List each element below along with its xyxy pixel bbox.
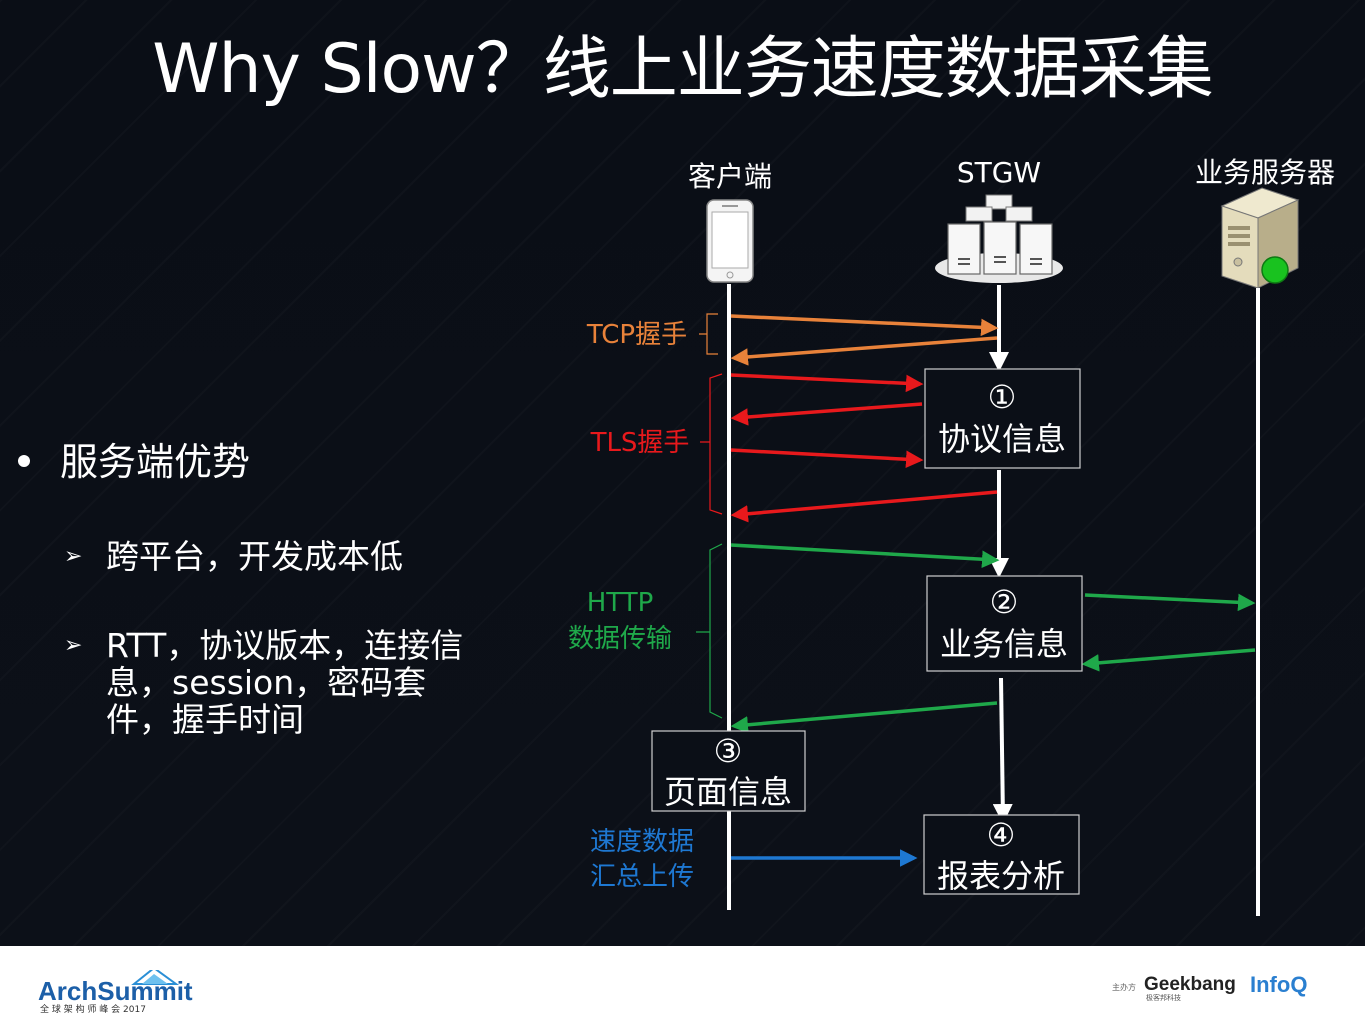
tls-arrow-2 — [730, 402, 923, 426]
box-report-analysis: ④ 报表分析 — [923, 814, 1080, 895]
tcp-arrow-syn — [730, 314, 999, 337]
http-arrow-request — [730, 543, 1000, 568]
actor-stgw-label: STGW — [957, 156, 1041, 189]
box-page-info: ③ 页面信息 — [651, 730, 806, 812]
box-1-label: 协议信息 — [938, 420, 1066, 458]
http-arrow-response — [730, 701, 998, 734]
box-3-number: ③ — [714, 732, 743, 770]
bullet-main-text: 服务端优势 — [60, 440, 251, 484]
sponsor-label: 主办方 — [1112, 982, 1136, 992]
tls-bracket — [700, 373, 723, 515]
upload-label-line1: 速度数据 — [590, 827, 694, 857]
sequence-diagram: 客户端 STGW 业务服务器 TCP握手 — [568, 156, 1335, 916]
box-business-info: ② 业务信息 — [926, 575, 1083, 672]
tcp-bracket — [699, 313, 718, 355]
http-label-line1: HTTP — [587, 588, 654, 618]
tls-arrow-3 — [730, 448, 924, 468]
business-server-icon — [1220, 187, 1300, 289]
tcp-label: TCP握手 — [586, 320, 687, 350]
status-light-icon — [1261, 256, 1289, 284]
sub-bullet-2-text: RTT，协议版本，连接信息，session，密码套件，握手时间 — [106, 626, 464, 739]
stgw-lifeline-3 — [992, 677, 1013, 824]
tls-arrow-1 — [730, 373, 924, 393]
box-4-number: ④ — [987, 816, 1016, 854]
http-arrow-backend-response — [1081, 648, 1256, 672]
http-arrow-forward — [1084, 593, 1256, 612]
bullet-dot-icon — [18, 454, 30, 467]
arrow-bullet-icon: ➢ — [64, 544, 83, 569]
archsummit-logo-subtext: 全 球 架 构 师 峰 会 2017 — [40, 1003, 146, 1014]
box-1-number: ① — [988, 378, 1017, 416]
archsummit-logo-text: ArchSummit — [38, 976, 193, 1006]
slide-title: Why Slow？线上业务速度数据采集 — [152, 30, 1213, 109]
geekbang-logo-subtext: 极客邦科技 — [1146, 993, 1181, 1002]
bullet-main: 服务端优势 — [18, 438, 250, 486]
footer-bar — [0, 946, 1365, 1024]
server-cluster-icon — [935, 194, 1063, 283]
tls-label: TLS握手 — [590, 428, 690, 458]
box-4-label: 报表分析 — [937, 857, 1065, 895]
upload-label-line2: 汇总上传 — [590, 862, 694, 892]
tcp-arrow-synack — [730, 336, 998, 366]
box-2-number: ② — [990, 583, 1019, 621]
geekbang-logo-text: Geekbang — [1144, 974, 1236, 995]
actor-server-label: 业务服务器 — [1195, 156, 1335, 189]
archsummit-logo: ArchSummit 全 球 架 构 师 峰 会 2017 — [38, 970, 193, 1014]
http-bracket — [696, 543, 723, 719]
actor-client-label: 客户端 — [688, 160, 772, 193]
infoq-logo-text: InfoQ — [1250, 972, 1307, 997]
box-2-label: 业务信息 — [940, 625, 1068, 663]
box-3-label: 页面信息 — [664, 773, 792, 811]
box-protocol-info: ① 协议信息 — [924, 368, 1081, 469]
arrow-bullet-icon: ➢ — [64, 633, 83, 658]
tls-arrow-4 — [730, 490, 998, 523]
smartphone-icon — [706, 199, 754, 283]
http-label-line2: 数据传输 — [568, 624, 672, 654]
sponsor-logos: 主办方 Geekbang 极客邦科技 InfoQ — [1112, 972, 1307, 1002]
sub-bullet-1-text: 跨平台，开发成本低 — [106, 537, 403, 576]
